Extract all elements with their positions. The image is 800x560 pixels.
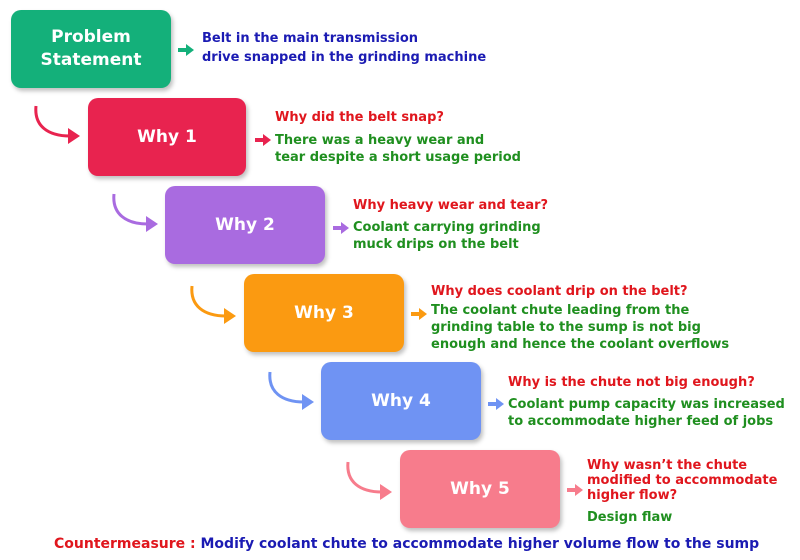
why5-box: Why 5 [400,450,560,528]
why2-curve-arrow-icon [112,193,158,232]
why4-question: Why is the chute not big enough? [508,375,755,390]
why1-box: Why 1 [88,98,246,176]
why5-question-3: higher flow? [587,488,678,503]
why4-label: Why 4 [371,391,431,411]
why1-arrow-icon [255,134,271,146]
why1-curve-arrow-icon [34,105,80,144]
problem-arrow-icon [178,44,194,56]
why2-arrow-icon [333,222,349,234]
why5-answer-1: Design flaw [587,510,673,525]
why1-label: Why 1 [137,127,197,147]
countermeasure: Countermeasure : Modify coolant chute to… [54,536,759,552]
why3-answer-1: The coolant chute leading from the [431,303,690,318]
why4-arrow-icon [488,398,504,410]
why3-curve-arrow-icon [190,285,236,324]
why3-box: Why 3 [244,274,404,352]
why1-answer-1: There was a heavy wear and [275,133,485,148]
problem-statement-text-2: drive snapped in the grinding machine [202,50,487,65]
why3-label: Why 3 [294,303,354,323]
why3-question: Why does coolant drip on the belt? [431,284,688,299]
why2-box: Why 2 [165,186,325,264]
why1-question: Why did the belt snap? [275,110,444,125]
why2-answer-2: muck drips on the belt [353,237,519,252]
why1-answer-2: tear despite a short usage period [275,150,521,165]
why2-question: Why heavy wear and tear? [353,198,549,213]
why2-label: Why 2 [215,215,275,235]
problem-statement-title: Problem Statement [40,27,142,70]
why3-answer-2: grinding table to the sump is not big [431,320,701,335]
why5-question-2: modified to accommodate [587,473,778,488]
countermeasure-label: Countermeasure : [54,536,196,552]
why3-arrow-icon [411,308,427,320]
why4-curve-arrow-icon [268,371,314,410]
why3-answer-3: enough and hence the coolant overflows [431,337,730,352]
why5-question-1: Why wasn’t the chute [587,458,748,473]
why4-answer-2: to accommodate higher feed of jobs [508,414,774,429]
why5-label: Why 5 [450,479,510,499]
why5-curve-arrow-icon [346,461,392,500]
why4-box: Why 4 [321,362,481,440]
why4-answer-1: Coolant pump capacity was increased [508,397,785,412]
problem-statement-text-1: Belt in the main transmission [202,31,419,46]
why2-answer-1: Coolant carrying grinding [353,220,541,235]
problem-statement-box: Problem Statement [11,10,171,88]
countermeasure-text: Modify coolant chute to accommodate high… [200,536,760,552]
why5-arrow-icon [567,484,583,496]
